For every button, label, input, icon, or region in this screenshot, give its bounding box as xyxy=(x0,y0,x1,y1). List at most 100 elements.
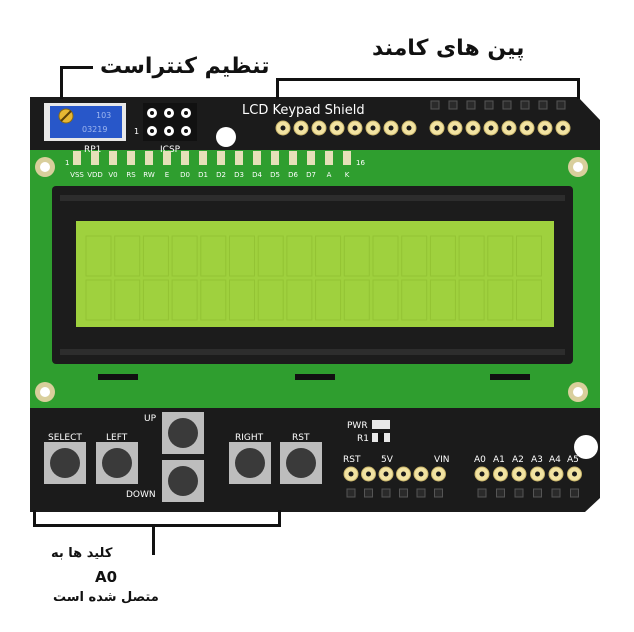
lcd-cell xyxy=(516,235,542,277)
header-hole xyxy=(448,100,458,110)
lcd-pin-label: D6 xyxy=(288,171,298,179)
icsp-label: ICSP xyxy=(160,145,181,155)
r1-resistor-icon xyxy=(372,433,390,442)
header-hole xyxy=(533,488,542,498)
reset-button[interactable] xyxy=(280,442,322,484)
lcd-cell xyxy=(171,279,198,321)
lcd-pin-label: A xyxy=(327,171,332,179)
power-label-vin: VIN xyxy=(434,455,450,465)
lcd-pin xyxy=(109,151,117,165)
lcd-pin xyxy=(235,151,243,165)
contrast-potentiometer[interactable]: 103 03219 xyxy=(44,103,126,141)
lcd-cell xyxy=(200,235,227,277)
lcd-cell xyxy=(458,235,485,277)
header-hole xyxy=(570,488,579,498)
lcd-pin-label: D0 xyxy=(180,171,190,179)
top-pad-hole xyxy=(434,125,440,131)
power-pin-pads xyxy=(343,466,446,482)
top-header-holes xyxy=(430,100,566,110)
lcd-cell xyxy=(401,235,428,277)
lcd-pin-label: E xyxy=(165,171,169,179)
analog-label-a2: A2 xyxy=(512,455,524,465)
lcd-cell xyxy=(343,279,370,321)
rp1-label: RP1 xyxy=(84,145,101,155)
down-button-label: DOWN xyxy=(126,490,156,500)
top-pad-hole xyxy=(470,125,476,131)
lcd-pin xyxy=(343,151,351,165)
top-pad-hole xyxy=(316,125,322,131)
pwr-led-icon xyxy=(372,420,390,429)
lcd-pin-label: D2 xyxy=(216,171,226,179)
lcd-cell xyxy=(142,279,169,321)
header-hole xyxy=(496,488,505,498)
r1-label: R1 xyxy=(357,434,369,444)
lcd-pin-label: K xyxy=(345,171,350,179)
up-button[interactable] xyxy=(162,412,204,454)
contrast-bracket xyxy=(60,66,93,99)
top-pad-hole xyxy=(280,125,286,131)
top-pad-hole xyxy=(298,125,304,131)
lcd-cell xyxy=(487,279,514,321)
keys-bracket-stem xyxy=(152,527,155,555)
lcd-cell xyxy=(85,235,112,277)
power-pad-hole xyxy=(418,471,424,477)
lcd-pin xyxy=(325,151,333,165)
pot-code-top: 103 xyxy=(96,111,111,120)
select-button[interactable] xyxy=(44,442,86,484)
header-hole xyxy=(416,488,426,498)
lcd-pin-label: V0 xyxy=(108,171,117,179)
keys-annotation-line2: A0 xyxy=(95,568,118,586)
command-pins-bracket xyxy=(276,78,580,99)
icsp-header xyxy=(143,103,197,141)
lcd-cell xyxy=(401,279,428,321)
up-button-label: UP xyxy=(144,414,157,424)
power-label-5v: 5V xyxy=(381,455,394,465)
right-button[interactable] xyxy=(229,442,271,484)
analog-pin-pads xyxy=(474,466,582,482)
analog-pad-hole xyxy=(479,471,485,477)
lcd-cell xyxy=(286,279,313,321)
top-pad-hole xyxy=(488,125,494,131)
top-pad-hole xyxy=(352,125,358,131)
left-button[interactable] xyxy=(96,442,138,484)
pot-code-bottom: 03219 xyxy=(82,125,107,134)
down-button[interactable] xyxy=(162,460,204,502)
header-hole xyxy=(520,100,530,110)
analog-pad-hole xyxy=(498,471,503,477)
header-hole xyxy=(430,100,440,110)
lcd-pin-label: VDD xyxy=(87,171,103,179)
lcd-cell xyxy=(257,279,284,321)
command-pins-annotation: پین های کامند xyxy=(372,36,525,61)
lcd-cell xyxy=(171,235,198,277)
header-hole xyxy=(346,488,356,498)
lcd-cell xyxy=(343,235,370,277)
command-pin-pads-left xyxy=(275,120,417,136)
lcd-pin-label: RS xyxy=(126,171,136,179)
header-hole xyxy=(364,488,373,498)
lcd-cell xyxy=(142,235,169,277)
lcd-cell xyxy=(315,279,342,321)
right-button-label: RIGHT xyxy=(235,433,264,443)
analog-pad-hole xyxy=(572,471,577,477)
analog-label-a1: A1 xyxy=(493,455,505,465)
top-pad-hole xyxy=(506,125,512,131)
lcd-pin xyxy=(289,151,297,165)
top-pad-hole xyxy=(542,125,548,131)
top-pad-hole xyxy=(524,125,530,131)
lcd-cell xyxy=(516,279,542,321)
lcd-pin xyxy=(199,151,207,165)
lcd-pin xyxy=(73,151,81,165)
lcd-module xyxy=(52,186,573,380)
power-pad-hole xyxy=(366,471,371,477)
lcd-cell xyxy=(257,235,284,277)
lcd-pin xyxy=(181,151,189,165)
lcd-cell xyxy=(372,279,399,321)
analog-label-a0: A0 xyxy=(474,455,486,465)
power-pad-hole xyxy=(401,471,406,477)
lcd-cell xyxy=(429,235,456,277)
analog-label-a5: A5 xyxy=(567,455,579,465)
top-pad-hole xyxy=(370,125,376,131)
top-pad-hole xyxy=(560,125,566,131)
lcd-pin xyxy=(163,151,171,165)
